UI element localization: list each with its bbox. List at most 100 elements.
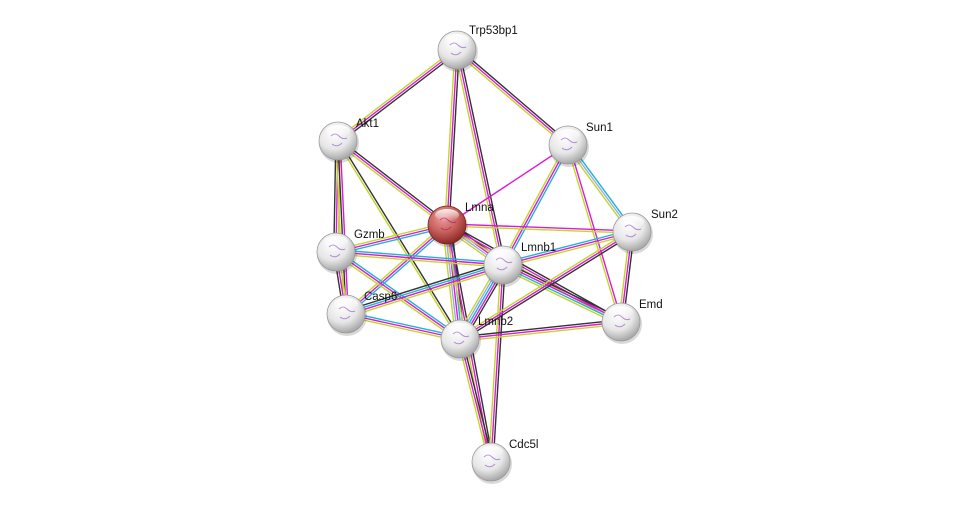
evidence-line-magenta [337, 49, 458, 142]
evidence-line-yellow [345, 315, 460, 342]
evidence-line-yellow [488, 264, 502, 462]
evidence-line-yellow [336, 47, 457, 140]
node-akt1[interactable]: Akt1 [318, 118, 379, 163]
evidence-line-yellow [346, 267, 505, 318]
evidence-line-yellow [458, 229, 632, 338]
edge-lmnb1-cdc5l[interactable] [488, 264, 506, 463]
evidence-line-magenta [502, 231, 633, 266]
evidence-line-magenta [459, 231, 633, 340]
node-cdc5l[interactable]: Cdc5l [471, 439, 538, 484]
node-gloss [448, 323, 472, 335]
evidence-line-yellow [566, 145, 621, 323]
edge-akt1-lmna[interactable] [336, 138, 449, 228]
node-gloss [324, 236, 348, 248]
node-lmnb2[interactable]: Lmnb2 [440, 316, 513, 361]
edge-trp53bp1-sun1[interactable] [455, 47, 570, 148]
evidence-line-yellow [336, 142, 447, 228]
evidence-line-magenta [447, 223, 633, 232]
edge-sun1-emd[interactable] [566, 144, 623, 323]
evidence-line-yellow [501, 267, 620, 326]
node-sun2[interactable]: Sun2 [612, 209, 678, 254]
node-label: Lmnb2 [478, 316, 513, 328]
evidence-line-magenta [568, 144, 623, 322]
evidence-line-magenta [346, 265, 504, 316]
node-gloss [609, 306, 633, 318]
evidence-line-magenta [345, 224, 448, 315]
node-label: Casp6 [364, 291, 397, 303]
edge-lmnb2-cdc5l[interactable] [457, 338, 494, 463]
node-emd[interactable]: Emd [601, 299, 663, 344]
edge-lmnb1-emd[interactable] [501, 261, 623, 326]
evidence-line-cyan [346, 226, 449, 317]
node-label: Lmna [465, 202, 494, 214]
node-gloss [620, 216, 644, 228]
node-label: Emd [639, 299, 663, 311]
evidence-line-magenta [503, 263, 622, 322]
node-label: Sun2 [651, 209, 678, 221]
evidence-line-cyan [502, 265, 621, 324]
evidence-line-black [447, 222, 623, 321]
edge-lmnb1-sun2[interactable] [502, 229, 633, 268]
node-casp6[interactable]: Casp6 [326, 291, 397, 336]
evidence-line-magenta [459, 338, 492, 463]
evidence-line-black [344, 261, 503, 312]
node-trp53bp1[interactable]: Trp53bp1 [437, 25, 518, 72]
edge-gzmb-lmnb1[interactable] [335, 249, 504, 268]
edge-trp53bp1-akt1[interactable] [336, 47, 459, 144]
evidence-line-cyan [504, 145, 571, 267]
evidence-line-magenta [335, 251, 504, 266]
evidence-line-yellow [344, 222, 447, 313]
evidence-line-magenta [456, 49, 504, 266]
node-sun1[interactable]: Sun1 [548, 122, 613, 167]
evidence-line-magenta [345, 313, 461, 340]
evidence-line-yellow [446, 225, 632, 234]
evidence-line-yellow [336, 141, 460, 340]
evidence-line-yellow [454, 50, 502, 266]
evidence-line-magenta [446, 224, 622, 323]
node-gloss [326, 125, 350, 137]
node-lmnb1[interactable]: Lmnb1 [483, 242, 556, 287]
edge-casp6-lmnb1[interactable] [344, 261, 505, 318]
evidence-line-magenta [456, 49, 569, 146]
node-gloss [435, 209, 459, 221]
evidence-line-magenta [337, 140, 448, 226]
evidence-line-yellow [457, 339, 490, 463]
edge-sun1-lmnb1[interactable] [500, 143, 571, 267]
node-gloss [334, 298, 358, 310]
evidence-line-yellow [503, 233, 633, 268]
node-gloss [556, 129, 580, 141]
node-gzmb[interactable]: Gzmb [316, 229, 385, 274]
node-label: Sun1 [586, 122, 613, 134]
evidence-line-black [448, 50, 460, 226]
evidence-line-yellow [455, 51, 568, 148]
edge-casp6-lmnb2[interactable] [345, 311, 461, 342]
evidence-line-yellow [500, 143, 567, 265]
evidence-line-cyan [336, 249, 504, 264]
edge-lmna-casp6[interactable] [344, 222, 449, 317]
evidence-line-magenta [490, 264, 504, 463]
node-gloss [479, 446, 503, 458]
edge-akt1-casp6[interactable] [335, 140, 349, 315]
evidence-line-black [504, 261, 623, 320]
evidence-line-magenta [446, 144, 569, 226]
edge-lmna-sun2[interactable] [446, 223, 633, 234]
evidence-line-cyan [346, 311, 461, 338]
evidence-line-black [337, 140, 347, 315]
node-gloss [445, 34, 469, 46]
evidence-line-black [460, 233, 634, 342]
evidence-line-yellow [460, 323, 622, 342]
node-lmna[interactable]: Lmna [427, 202, 494, 247]
evidence-line-black [338, 138, 449, 224]
evidence-line-black [461, 338, 494, 462]
edge-lmnb2-emd[interactable] [459, 319, 622, 342]
evidence-line-yellow [335, 141, 345, 315]
node-gloss [491, 249, 515, 261]
evidence-line-black [459, 319, 621, 338]
evidence-line-black [457, 47, 570, 144]
edge-sun2-lmnb2[interactable] [458, 229, 634, 342]
edge-sun1-lmna[interactable] [446, 144, 569, 226]
edge-trp53bp1-lmna[interactable] [444, 49, 460, 226]
